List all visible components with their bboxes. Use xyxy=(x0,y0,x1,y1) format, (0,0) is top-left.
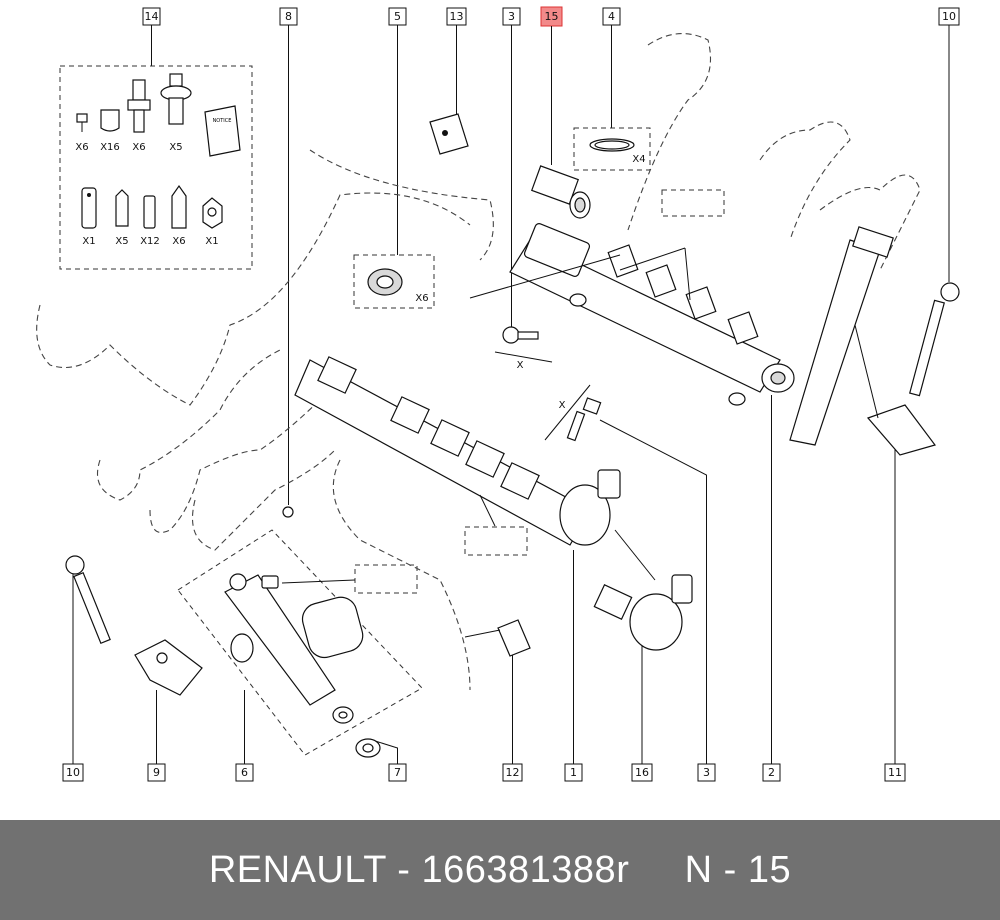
fuel-rail-upper[interactable] xyxy=(509,239,795,406)
svg-text:8: 8 xyxy=(285,10,292,23)
kit-clip-small-icon xyxy=(76,113,88,132)
injector-clamp-upper[interactable] xyxy=(866,404,937,456)
kit-qty-9: X1 xyxy=(205,236,218,247)
placeholder-box-middle xyxy=(464,526,528,556)
svg-text:9: 9 xyxy=(153,766,160,779)
injector-sleeve[interactable] xyxy=(299,594,366,661)
callout-16[interactable]: 16 xyxy=(631,763,653,782)
pressure-regulator-upper[interactable] xyxy=(523,222,591,277)
callout-5[interactable]: 5 xyxy=(388,7,407,26)
placeholder-box-upper xyxy=(661,189,725,217)
kit-qty-5: X1 xyxy=(82,236,95,247)
notice-booklet-icon: NOTICE xyxy=(204,105,241,157)
callout-8[interactable]: 8 xyxy=(279,7,298,26)
callout-4[interactable]: 4 xyxy=(602,7,621,26)
callout-7[interactable]: 7 xyxy=(388,763,407,782)
svg-text:3: 3 xyxy=(703,766,710,779)
rail-bolt-lower[interactable] xyxy=(566,397,602,442)
kit-sleeve-icon xyxy=(143,195,156,229)
parts-diagram: 14 8 5 13 3 15 4 10 10 9 6 7 xyxy=(36,6,960,782)
fuel-pipes-left xyxy=(36,149,494,691)
small-o-ring[interactable] xyxy=(282,506,294,518)
callout-11[interactable]: 11 xyxy=(884,763,906,782)
injector-clamp-lower[interactable] xyxy=(134,639,203,696)
kit-qty-8: X6 xyxy=(172,236,185,247)
kit-qty-7: X12 xyxy=(140,236,160,247)
fuel-pipes-right xyxy=(627,33,921,271)
callout-12[interactable]: 12 xyxy=(502,763,523,782)
svg-text:13: 13 xyxy=(450,10,464,23)
callout-3-top[interactable]: 3 xyxy=(502,7,521,26)
callout-6[interactable]: 6 xyxy=(235,763,254,782)
dimension-x-lower: X xyxy=(544,384,591,441)
stud-bolt-lower[interactable] xyxy=(65,555,111,645)
kit-qty-3: X6 xyxy=(132,142,145,153)
svg-text:NOTICE: NOTICE xyxy=(213,118,232,124)
svg-text:10: 10 xyxy=(942,10,956,23)
svg-text:4: 4 xyxy=(608,10,615,23)
fitting-kit-box: X6 X16 X6 X5 NOTICE X1 X5 xyxy=(59,65,253,270)
dimension-x-upper: X xyxy=(494,351,553,371)
callout-10-top[interactable]: 10 xyxy=(938,7,960,26)
injector-washer-lower[interactable] xyxy=(355,738,381,758)
injector-upper[interactable] xyxy=(789,226,894,446)
callout-2[interactable]: 2 xyxy=(762,763,781,782)
svg-text:12: 12 xyxy=(506,766,520,779)
callout-13[interactable]: 13 xyxy=(446,7,467,26)
callout-9[interactable]: 9 xyxy=(147,763,166,782)
rail-bolt-upper[interactable] xyxy=(502,326,539,344)
injector-o-ring[interactable] xyxy=(230,633,254,663)
footer-bar: RENAULT - 166381388r N - 15 xyxy=(0,820,1000,920)
callout-3-bottom[interactable]: 3 xyxy=(697,763,716,782)
stud-bolt-upper[interactable] xyxy=(909,282,960,397)
kit-clip-cap-icon xyxy=(100,109,120,132)
kit-stud-icon xyxy=(127,79,151,133)
seal-qty: X6 xyxy=(415,293,428,304)
pipe-clip[interactable] xyxy=(497,619,531,657)
copper-seal-box: X6 xyxy=(353,254,435,309)
svg-text:2: 2 xyxy=(768,766,775,779)
kit-qty-6: X5 xyxy=(115,236,128,247)
svg-text:X: X xyxy=(559,400,566,411)
kit-qty-2: X16 xyxy=(100,142,120,153)
svg-text:X: X xyxy=(517,360,524,371)
injector-lower[interactable] xyxy=(224,573,336,706)
o-ring-box: X4 xyxy=(573,127,651,171)
o-ring-qty: X4 xyxy=(632,154,645,165)
kit-pin-icon xyxy=(115,189,129,227)
svg-text:3: 3 xyxy=(508,10,515,23)
callout-1[interactable]: 1 xyxy=(564,763,583,782)
svg-text:6: 6 xyxy=(241,766,248,779)
svg-text:14: 14 xyxy=(145,10,159,23)
fuel-rail-lower[interactable] xyxy=(294,356,621,546)
callout-14[interactable]: 14 xyxy=(142,7,161,26)
kit-plug-icon xyxy=(81,187,97,229)
injector-washer-upper[interactable] xyxy=(332,706,354,724)
kit-qty-1: X6 xyxy=(75,142,88,153)
kit-qty-4: X5 xyxy=(169,142,182,153)
kit-bolt-icon xyxy=(160,73,192,125)
callout-10-bottom[interactable]: 10 xyxy=(62,763,84,782)
svg-text:7: 7 xyxy=(394,766,401,779)
svg-text:5: 5 xyxy=(394,10,401,23)
leader-lines xyxy=(72,25,950,764)
part-reference-text: RENAULT - 166381388r N - 15 xyxy=(208,848,792,891)
svg-text:16: 16 xyxy=(635,766,649,779)
svg-text:15: 15 xyxy=(545,10,559,23)
injector-kit-outline xyxy=(177,529,423,756)
bracket-clip[interactable] xyxy=(429,113,469,155)
svg-text:11: 11 xyxy=(888,766,902,779)
kit-nut-icon xyxy=(202,197,223,229)
svg-text:1: 1 xyxy=(570,766,577,779)
kit-spike-icon xyxy=(171,184,187,229)
placeholder-box-injector xyxy=(354,564,418,594)
pressure-sensor[interactable] xyxy=(530,165,591,219)
assembly-arrows xyxy=(281,247,879,638)
callout-15-highlighted[interactable]: 15 xyxy=(540,6,563,27)
pressure-regulator[interactable] xyxy=(593,574,693,651)
svg-text:10: 10 xyxy=(66,766,80,779)
